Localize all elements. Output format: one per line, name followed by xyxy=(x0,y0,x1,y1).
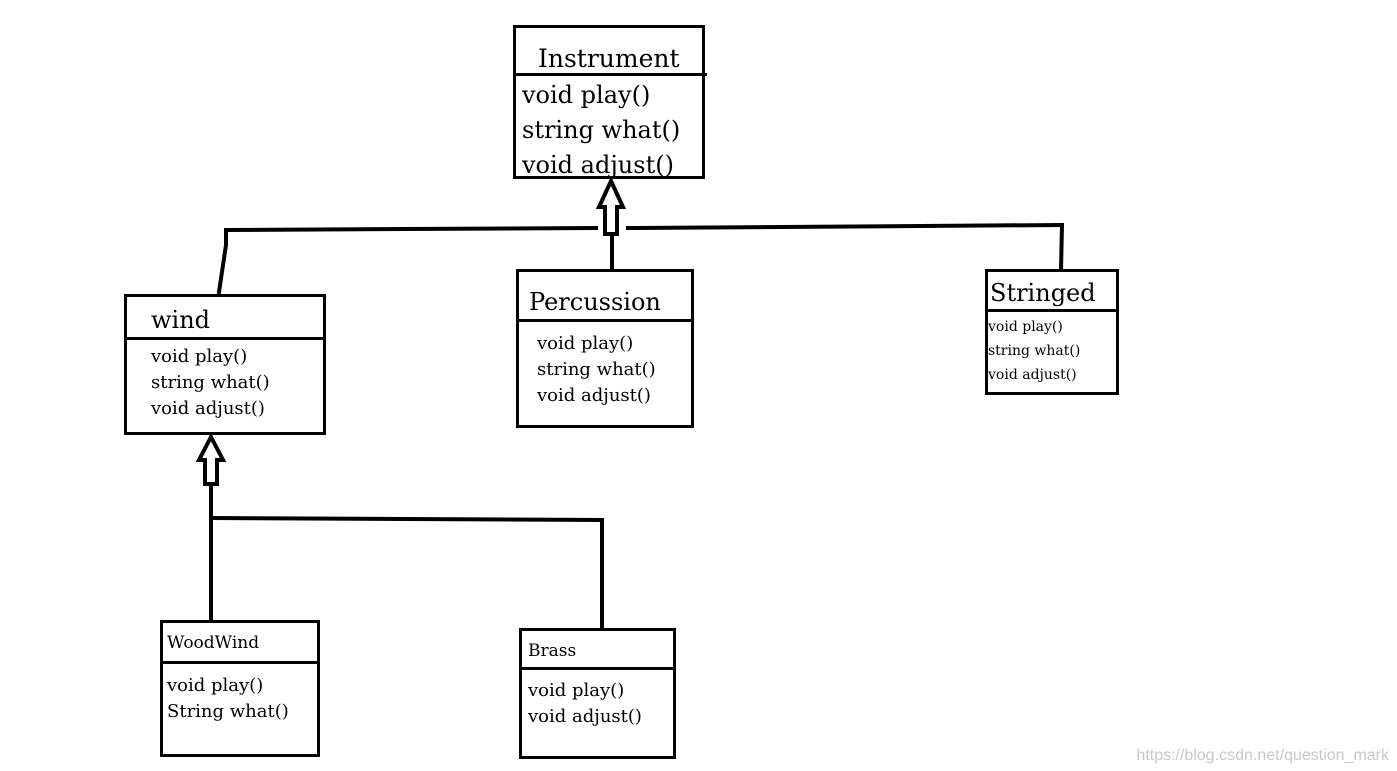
class-instrument-methods: void play() string what() void adjust() xyxy=(516,76,702,183)
watermark-url: https://blog.csdn.net/question_mark xyxy=(1136,747,1389,764)
class-stringed-methods: void play() string what() void adjust() xyxy=(988,312,1116,387)
method-item: void play() xyxy=(988,319,1063,335)
method-item: string what() xyxy=(988,343,1081,359)
method-item: void adjust() xyxy=(528,706,642,727)
wind-generalization-arrow xyxy=(195,432,227,486)
method-item: void play() xyxy=(151,346,248,367)
method-item: String what() xyxy=(167,701,289,722)
class-stringed-name: Stringed xyxy=(988,272,1116,312)
class-brass-methods: void play() void adjust() xyxy=(522,670,673,730)
method-item: void adjust() xyxy=(151,398,265,419)
lower-bus-line xyxy=(208,515,605,523)
class-brass-name: Brass xyxy=(522,631,673,670)
method-item: void play() xyxy=(167,675,264,696)
class-instrument: Instrument void play() string what() voi… xyxy=(513,25,707,179)
class-percussion-name: Percussion xyxy=(519,272,691,322)
class-stringed: Stringed void play() string what() void … xyxy=(985,269,1119,395)
class-woodwind: WoodWind void play() String what() xyxy=(160,620,320,757)
class-wind-methods: void play() string what() void adjust() xyxy=(127,340,323,422)
class-woodwind-methods: void play() String what() xyxy=(163,664,317,725)
method-item: void play() xyxy=(537,333,634,354)
method-item: void adjust() xyxy=(537,385,651,406)
class-woodwind-name: WoodWind xyxy=(163,623,317,664)
wind-riser xyxy=(216,228,228,295)
method-item: string what() xyxy=(537,359,656,380)
method-item: string what() xyxy=(522,116,681,144)
instrument-generalization-arrow xyxy=(595,176,627,236)
stringed-riser xyxy=(1058,222,1065,273)
method-item: void play() xyxy=(528,680,625,701)
class-percussion: Percussion void play() string what() voi… xyxy=(516,269,694,428)
method-item: string what() xyxy=(151,372,270,393)
class-brass: Brass void play() void adjust() xyxy=(519,628,676,759)
class-wind: wind void play() string what() void adju… xyxy=(124,294,326,435)
class-percussion-methods: void play() string what() void adjust() xyxy=(519,322,691,409)
method-item: void adjust() xyxy=(522,151,674,179)
class-wind-name: wind xyxy=(127,297,323,340)
class-instrument-name: Instrument xyxy=(516,28,707,76)
method-item: void adjust() xyxy=(988,367,1077,383)
method-item: void play() xyxy=(522,81,651,109)
top-bus-line xyxy=(223,222,1065,233)
